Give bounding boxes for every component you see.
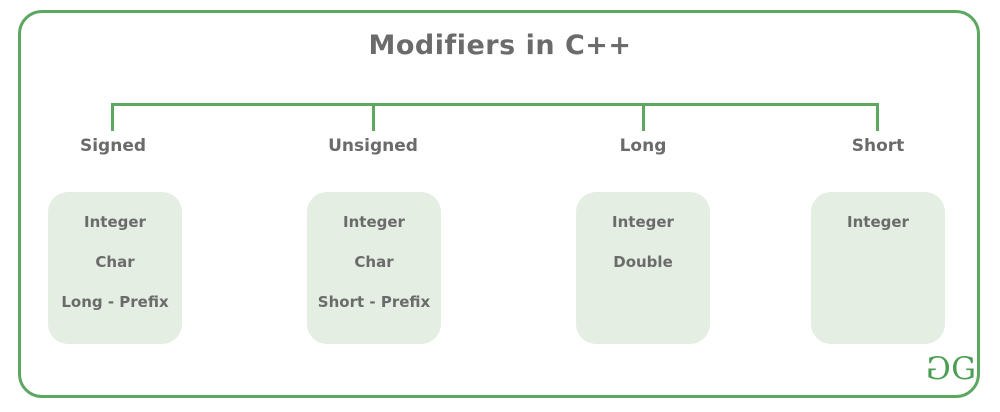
bracket-drop-line-short [876,103,879,131]
type-item: Integer [84,213,146,231]
type-item: Integer [612,213,674,231]
branch-label-short: Short [851,136,905,156]
logo-mirrored-g: G [928,351,952,387]
bracket-drop-line-long [642,103,645,131]
type-box-short: Integer [811,192,945,344]
bracket-drop-line-signed [111,103,114,131]
type-item: Integer [847,213,909,231]
type-item: Char [354,253,394,271]
type-item: Integer [343,213,405,231]
geeksforgeeks-logo-icon: GG [928,351,976,387]
type-item: Double [613,253,673,271]
bracket-horizontal-line [112,103,878,106]
type-item: Short - Prefix [317,293,431,311]
type-box-long: Integer Double [576,192,710,344]
branch-label-unsigned: Unsigned [328,136,418,156]
bracket-drop-line-unsigned [372,103,375,131]
type-item: Long - Prefix [61,293,169,311]
branch-label-signed: Signed [79,136,147,156]
diagram-title: Modifiers in C++ [368,30,632,61]
logo-g: G [951,351,976,387]
type-box-signed: Integer Char Long - Prefix [48,192,182,344]
branch-label-long: Long [619,136,667,156]
type-item: Char [95,253,135,271]
type-box-unsigned: Integer Char Short - Prefix [307,192,441,344]
